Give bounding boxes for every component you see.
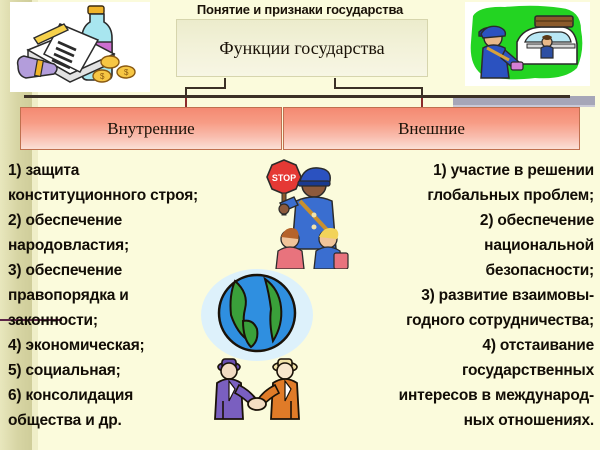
connector-left-horizontal <box>185 87 226 89</box>
list-item: ных отношениях. <box>463 412 595 429</box>
list-item: народовластия; <box>8 237 129 254</box>
external-functions-list: 1) участие в решении глобальных проблем;… <box>312 158 595 433</box>
list-item: 4) экономическая; <box>8 337 145 354</box>
svg-text:$: $ <box>124 68 129 77</box>
list-item: 5) социальная; <box>8 362 121 379</box>
branch-label-external: Внешние <box>398 118 465 138</box>
crossing-guard-svg: STOP <box>266 159 349 270</box>
main-concept-label: Функции государства <box>219 37 385 58</box>
internal-functions-list: 1) защита конституционного строя; 2) обе… <box>8 158 270 433</box>
list-item: конституционного строя; <box>8 187 199 204</box>
connector-right-horizontal <box>334 87 423 89</box>
list-item: государственных <box>461 362 594 379</box>
svg-text:$: $ <box>100 72 105 81</box>
list-item: безопасности; <box>485 262 594 279</box>
list-item: глобальных проблем; <box>427 187 594 204</box>
globe-businessmen-handshake-image <box>197 267 315 422</box>
connector-left-vertical-top <box>224 78 226 88</box>
crossing-guard-stop-sign-children-image: STOP <box>262 157 354 270</box>
list-item: 3) развитие взаимовы- <box>421 287 594 304</box>
list-item: национальной <box>484 237 594 254</box>
list-item: 4) отстаивание <box>482 337 594 354</box>
svg-text:STOP: STOP <box>272 173 296 183</box>
list-item: 2) обеспечение <box>8 212 123 229</box>
list-item: правопорядка и <box>8 287 129 304</box>
gray-accent-bar <box>453 96 595 107</box>
branch-label-internal: Внутренние <box>107 118 195 138</box>
list-item: законности; <box>8 312 98 329</box>
page-title: Понятие и признаки государства <box>196 2 404 17</box>
branch-box-external: Внешние <box>283 107 580 150</box>
list-item: годного сотрудничества; <box>406 312 594 329</box>
documents-medicine-coins-svg: $ $ <box>10 2 150 92</box>
main-concept-box: Функции государства <box>176 19 428 77</box>
globe-handshake-svg <box>201 269 313 420</box>
list-item: 3) обеспечение <box>8 262 123 279</box>
branch-box-internal: Внутренние <box>20 107 282 150</box>
connector-right-vertical-top <box>334 78 336 88</box>
list-item: интересов в международ- <box>398 387 595 404</box>
police-officer-car-svg <box>465 2 590 86</box>
list-item: 1) защита <box>8 162 80 179</box>
list-item: 1) участие в решении <box>433 162 594 179</box>
documents-medicine-coins-image: $ $ <box>10 2 150 92</box>
list-item: 6) консолидация <box>8 387 134 404</box>
list-item: 2) обеспечение <box>479 212 594 229</box>
police-officer-checking-car-image <box>465 2 590 86</box>
list-item: общества и др. <box>8 412 122 429</box>
purple-accent-rule <box>0 319 62 321</box>
left-decorative-stripe-inner <box>32 0 38 450</box>
horizontal-divider-rule <box>24 95 570 98</box>
